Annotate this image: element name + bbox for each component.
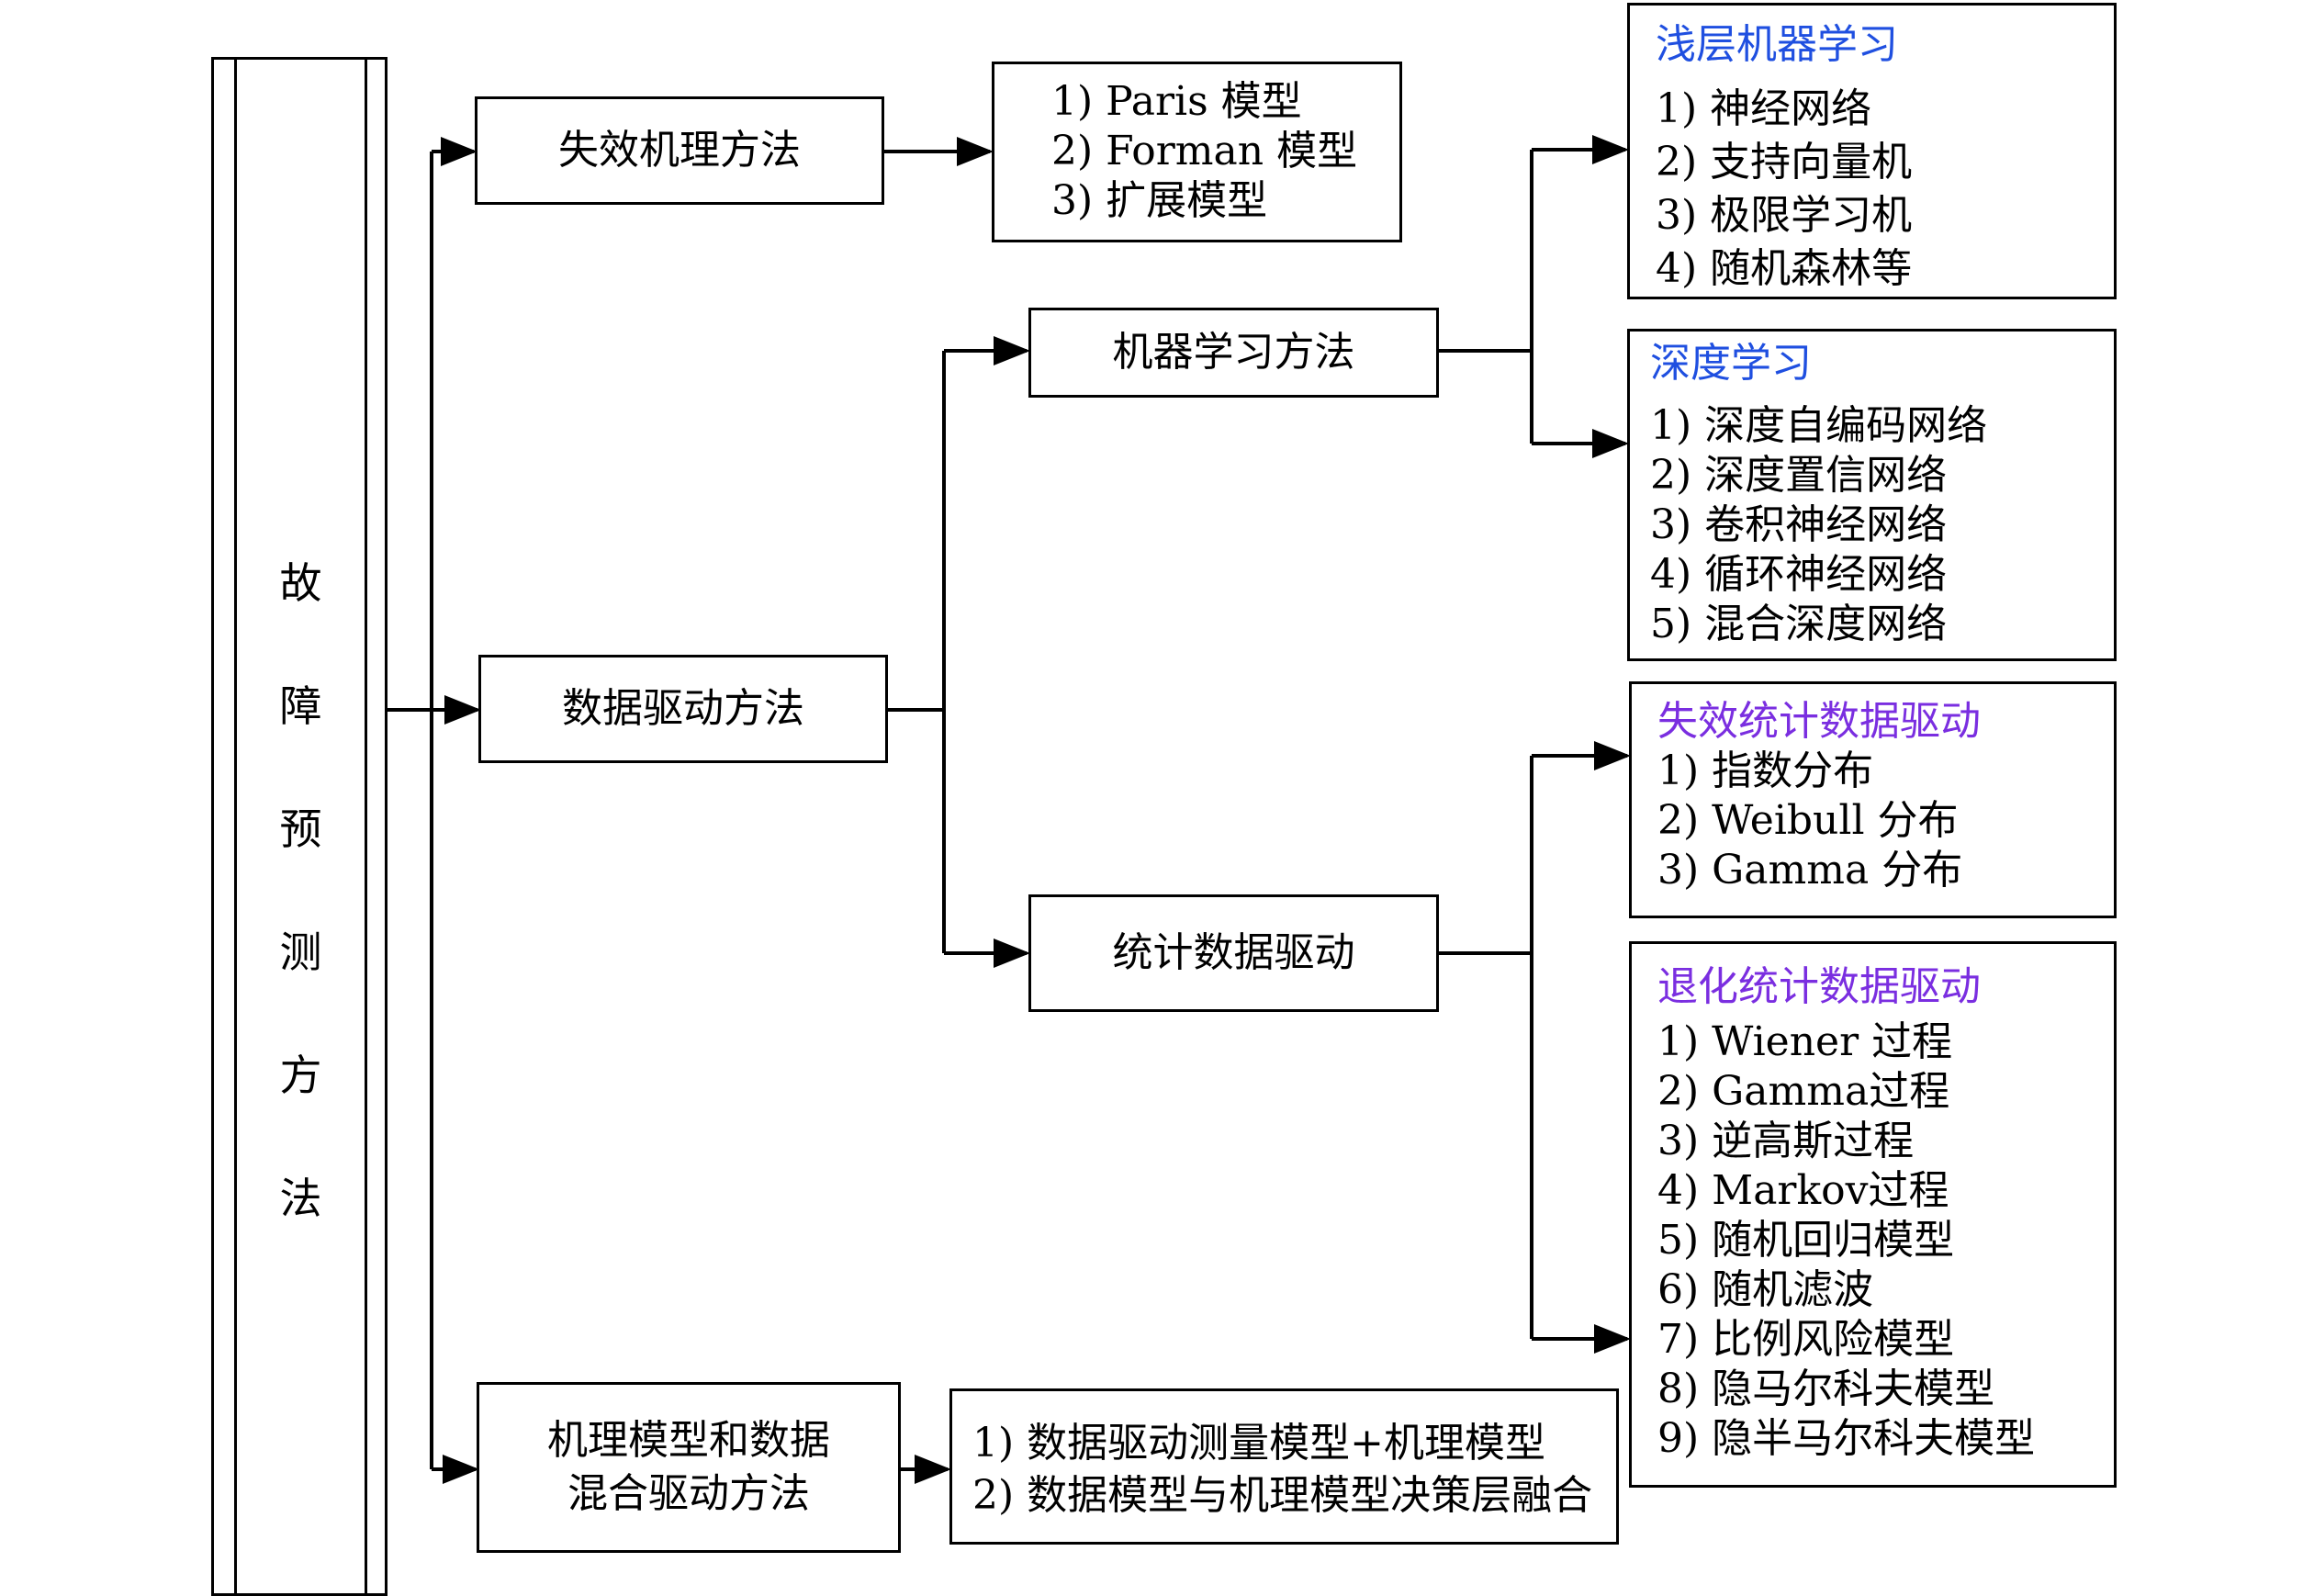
degradation-stat-box: 退化统计数据驱动 1) Wiener 过程 2) Gamma过程 3) 逆高斯过…: [1629, 941, 2117, 1488]
statistical-box: 统计数据驱动: [1028, 894, 1439, 1012]
degradation-stat-list: 退化统计数据驱动 1) Wiener 过程 2) Gamma过程 3) 逆高斯过…: [1657, 962, 2035, 1464]
list-item: 3) 卷积神经网络: [1650, 501, 1948, 548]
list-item: 4) Markov过程: [1657, 1167, 1949, 1214]
root-box: 故 障 预 测 方 法: [211, 57, 388, 1596]
root-char: 方: [279, 1051, 322, 1100]
shallow-ml-list: 浅层机器学习 1) 神经网络 2) 支持向量机 3) 极限学习机 4) 随机森林…: [1656, 18, 1912, 296]
list-item: 3) 极限学习机: [1656, 192, 1913, 239]
failure-stat-list: 失效统计数据驱动 1) 指数分布 2) Weibull 分布 3) Gamma …: [1657, 697, 1981, 895]
root-char: 故: [279, 558, 322, 608]
root-label: 故 障 预 测 方 法: [237, 522, 365, 1260]
root-char: 障: [279, 681, 322, 731]
list-item: 2) 支持向量机: [1656, 139, 1913, 185]
list-item: 1) 神经网络: [1656, 85, 1872, 132]
machine-learning-label: 机器学习方法: [1112, 329, 1355, 376]
list-item: 1) Wiener 过程: [1657, 1018, 1953, 1065]
list-item: 3) 扩展模型: [1051, 177, 1268, 224]
root-char: 测: [279, 927, 322, 977]
list-item: 9) 隐半马尔科夫模型: [1657, 1415, 2036, 1462]
hybrid-label-line1: 机理模型和数据: [547, 1417, 830, 1464]
shallow-ml-box: 浅层机器学习 1) 神经网络 2) 支持向量机 3) 极限学习机 4) 随机森林…: [1627, 3, 2117, 299]
list-item: 2) 深度置信网络: [1650, 452, 1948, 499]
hybrid-label-line2: 混合驱动方法: [567, 1470, 810, 1517]
shallow-ml-title: 浅层机器学习: [1656, 21, 1898, 68]
statistical-label: 统计数据驱动: [1112, 929, 1355, 976]
list-item: 3) Gamma 分布: [1657, 847, 1963, 894]
root-char: 预: [279, 804, 322, 854]
list-item: 4) 循环神经网络: [1650, 551, 1948, 598]
list-item: 1) Paris 模型: [1051, 78, 1302, 125]
list-item: 4) 随机森林等: [1656, 245, 1913, 292]
failure-stat-title: 失效统计数据驱动: [1657, 698, 1981, 745]
deep-learning-box: 深度学习 1) 深度自编码网络 2) 深度置信网络 3) 卷积神经网络 4) 循…: [1627, 329, 2117, 661]
list-item: 2) Gamma过程: [1657, 1068, 1950, 1115]
root-char: 法: [279, 1174, 322, 1223]
list-item: 6) 随机滤波: [1657, 1266, 1874, 1313]
list-item: 2) Weibull 分布: [1657, 797, 1959, 844]
list-item: 5) 随机回归模型: [1657, 1217, 1955, 1264]
list-item: 7) 比例风险模型: [1657, 1316, 1955, 1363]
list-item: 8) 隐马尔科夫模型: [1657, 1366, 1995, 1412]
list-item: 2) 数据模型与机理模型决策层融合: [972, 1472, 1593, 1519]
list-item: 1) 指数分布: [1657, 747, 1874, 794]
root-inner-line-left: [234, 60, 237, 1593]
hybrid-box: 机理模型和数据 混合驱动方法: [477, 1382, 901, 1553]
machine-learning-box: 机器学习方法: [1028, 308, 1439, 398]
hybrid-methods-list: 1) 数据驱动测量模型+机理模型 2) 数据模型与机理模型决策层融合: [972, 1417, 1592, 1522]
data-driven-box: 数据驱动方法: [478, 655, 888, 763]
hybrid-methods-box: 1) 数据驱动测量模型+机理模型 2) 数据模型与机理模型决策层融合: [949, 1388, 1619, 1545]
deep-learning-title: 深度学习: [1650, 340, 1812, 387]
list-item: 2) Forman 模型: [1051, 128, 1358, 174]
list-item: 1) 深度自编码网络: [1650, 402, 1988, 449]
list-item: 5) 混合深度网络: [1650, 601, 1948, 647]
deep-learning-list: 深度学习 1) 深度自编码网络 2) 深度置信网络 3) 卷积神经网络 4) 循…: [1650, 339, 1987, 649]
root-inner-line-right: [365, 60, 367, 1593]
failure-mechanism-box: 失效机理方法: [475, 96, 884, 205]
degradation-stat-title: 退化统计数据驱动: [1657, 963, 1981, 1010]
data-driven-label: 数据驱动方法: [562, 685, 804, 732]
failure-mechanism-label: 失效机理方法: [558, 127, 801, 174]
list-item: 1) 数据驱动测量模型+机理模型: [972, 1420, 1546, 1467]
failure-models-box: 1) Paris 模型 2) Forman 模型 3) 扩展模型: [992, 62, 1402, 242]
list-item: 3) 逆高斯过程: [1657, 1118, 1915, 1164]
failure-models-list: 1) Paris 模型 2) Forman 模型 3) 扩展模型: [1051, 77, 1357, 226]
failure-stat-box: 失效统计数据驱动 1) 指数分布 2) Weibull 分布 3) Gamma …: [1629, 681, 2117, 918]
